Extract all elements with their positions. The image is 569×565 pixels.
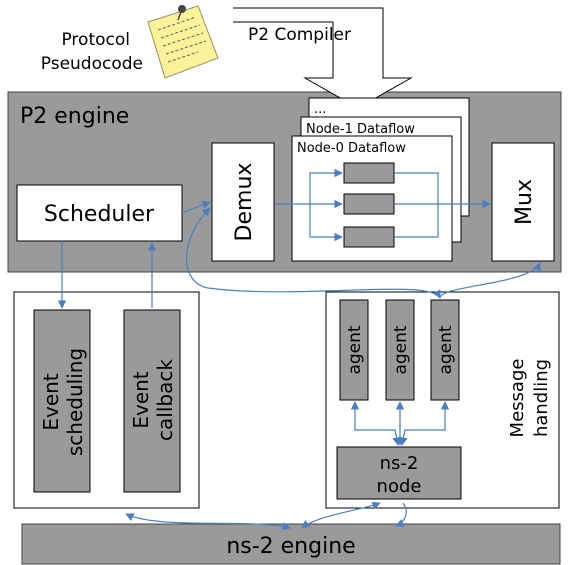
mux-box [491, 142, 555, 262]
ns2-engine-box [21, 523, 561, 565]
scheduler-event-arrows [57, 241, 157, 309]
message-handling-line2: handling [531, 359, 552, 437]
event-callback-bar [123, 309, 181, 493]
sticky-note-icon [147, 5, 219, 79]
ns2-node-line2: node [377, 476, 422, 497]
agent-label-3: agent [436, 325, 456, 374]
engine-arrows [181, 199, 491, 214]
dataflow-element-bottom [343, 226, 395, 248]
ns2-node-box [336, 446, 462, 500]
scheduler-box [16, 184, 183, 242]
event-callback-line2: callback [153, 359, 177, 441]
dataflow-ellipsis: ... [314, 102, 326, 117]
node1-dataflow-label: Node-1 Dataflow [306, 122, 415, 137]
agent-label-2: agent [391, 325, 411, 374]
agent-label-1: agent [345, 325, 365, 374]
agent-node-arrows [350, 401, 450, 446]
compiler-label: P2 Compiler [248, 25, 351, 45]
protocol-label-line1: Protocol [61, 30, 130, 50]
message-handling-line1: Message [507, 359, 528, 438]
ns2-node-line1: ns-2 [380, 453, 419, 474]
dataflow-element-middle [343, 193, 395, 215]
mux-label: Mux [512, 179, 537, 225]
event-scheduling-line1: Event [39, 373, 63, 430]
agent-bar-1 [339, 299, 369, 401]
ns2-engine-label: ns-2 engine [226, 534, 355, 559]
dataflow-element-top [343, 162, 395, 184]
protocol-label-line2: Pseudocode [41, 54, 143, 74]
ns2-engine-arrows [125, 501, 407, 531]
event-scheduling-bar [33, 309, 91, 493]
event-callback-line1: Event [129, 371, 153, 428]
demux-label: Demux [232, 163, 257, 242]
pushpin-icon [177, 5, 186, 21]
agent-bar-2 [385, 299, 415, 401]
agent-bar-3 [430, 299, 460, 401]
p2-engine-title: P2 engine [20, 104, 129, 129]
engine-message-arrows [186, 207, 541, 299]
node0-dataflow-label: Node-0 Dataflow [297, 141, 406, 156]
scheduler-label: Scheduler [44, 202, 155, 227]
event-scheduling-line2: scheduling [63, 348, 87, 456]
